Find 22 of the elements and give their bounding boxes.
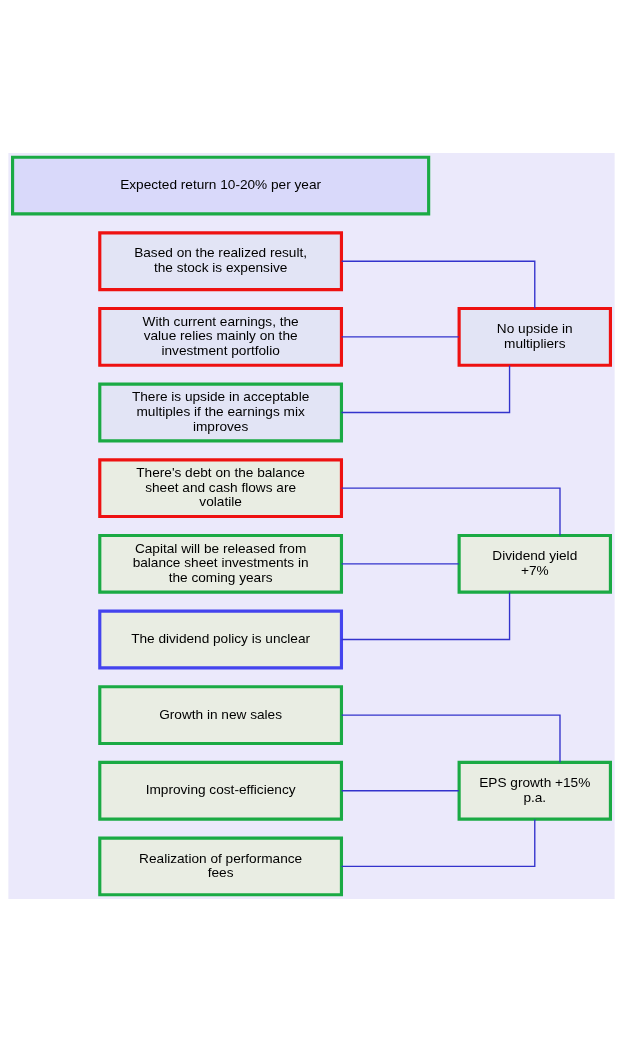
node-box: There is upside in acceptable multiples if the earnings mix improves (98, 382, 344, 442)
connector (340, 591, 511, 640)
connector (340, 789, 460, 791)
node-box: Improving cost-efficiency (98, 760, 344, 821)
connector (340, 818, 536, 867)
node-box: Dividend yield +7% (457, 533, 612, 594)
node-box: The dividend policy is unclear (98, 609, 344, 669)
node-box: EPS growth +15% p.a. (457, 760, 612, 821)
connector (341, 487, 561, 536)
connector (341, 713, 561, 763)
node-box: Expected return 10-20% per year (11, 155, 431, 215)
connector (340, 335, 460, 338)
connector (340, 260, 536, 309)
node-box: There's debt on the balance sheet and cash flows are volatile (98, 457, 344, 518)
connector (340, 562, 460, 564)
node-box: Based on the realized result, the stock is expensive (98, 230, 344, 291)
connector (340, 364, 511, 413)
node-box: With current earnings, the value relies mainly on the investment portfolio (98, 306, 344, 367)
node-box: Capital will be released from balance sheet investments in the coming years (98, 533, 344, 594)
node-box: Growth in new sales (98, 684, 344, 745)
node-box: No upside in multipliers (457, 306, 612, 367)
node-box: Realization of performance fees (98, 836, 344, 896)
